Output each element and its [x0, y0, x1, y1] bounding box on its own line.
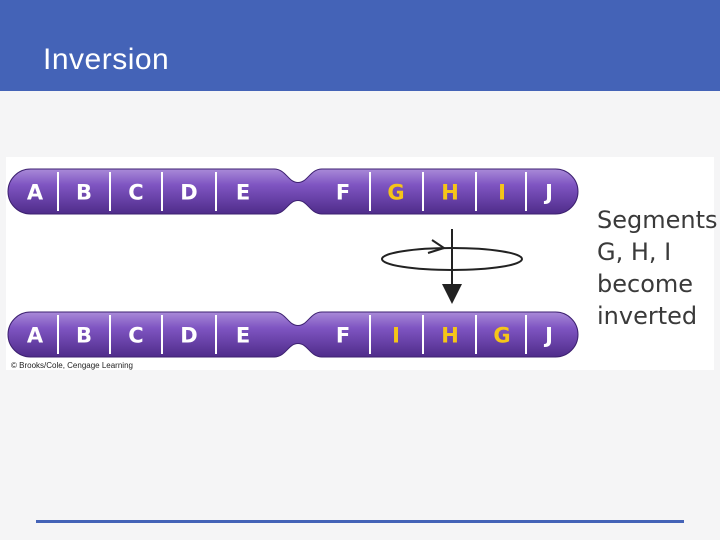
- chromosome-diagram: A B C D E F G H I J A B C D E F I H G J: [7, 168, 579, 358]
- top-chromosome: A B C D E F G H I J: [7, 168, 579, 215]
- segment-label-i: I: [392, 324, 400, 348]
- segment-label-h: H: [441, 324, 459, 348]
- caption-line: G, H, I: [597, 238, 672, 266]
- caption-line: become: [597, 270, 694, 298]
- chromosome-body: [7, 168, 579, 215]
- segment-label-e: E: [236, 181, 250, 205]
- segment-label-i: I: [498, 181, 506, 205]
- caption-line: inverted: [597, 302, 698, 330]
- segment-label-d: D: [180, 324, 197, 348]
- segment-label-c: C: [128, 324, 143, 348]
- segment-label-a: A: [27, 324, 44, 348]
- segment-label-h: H: [441, 181, 459, 205]
- segment-label-f: F: [336, 181, 350, 205]
- segment-label-g: G: [493, 324, 510, 348]
- segment-label-c: C: [128, 181, 143, 205]
- segment-label-j: J: [543, 324, 553, 348]
- inversion-rotation-icon: [381, 229, 523, 304]
- caption: Segments G, H, I become inverted: [597, 204, 718, 332]
- caption-line: Segments: [597, 206, 718, 234]
- segment-label-g: G: [387, 181, 404, 205]
- chromosome-body: [7, 311, 579, 358]
- slide-header: Inversion: [0, 0, 720, 91]
- segment-label-a: A: [27, 181, 44, 205]
- inversion-figure: A B C D E F G H I J A B C D E F I H G J © Brooks/Cole, Cen…: [6, 157, 714, 370]
- copyright-text: © Brooks/Cole, Cengage Learning: [11, 361, 133, 370]
- segment-label-b: B: [76, 324, 92, 348]
- segment-label-d: D: [180, 181, 197, 205]
- slide-title: Inversion: [43, 43, 170, 76]
- segment-label-e: E: [236, 324, 250, 348]
- segment-label-j: J: [543, 181, 553, 205]
- segment-label-b: B: [76, 181, 92, 205]
- footer-divider: [36, 520, 684, 523]
- segment-label-f: F: [336, 324, 350, 348]
